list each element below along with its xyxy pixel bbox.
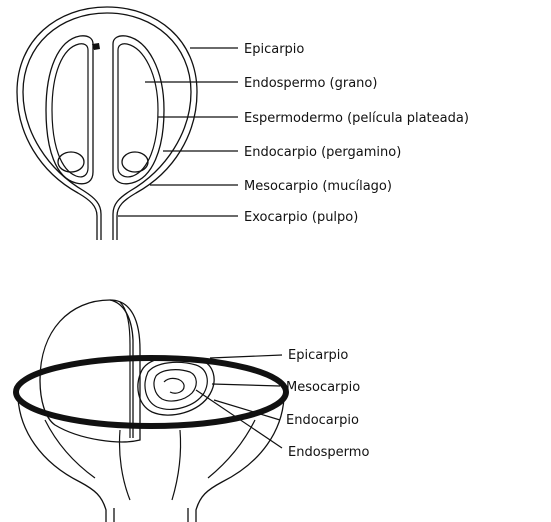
bottom-endocarp bbox=[138, 357, 214, 415]
top-label-espermodermo: Espermodermo (película plateada) bbox=[244, 111, 469, 126]
top-label-epicarpio: Epicarpio bbox=[244, 42, 304, 57]
top-right-embryo bbox=[122, 152, 148, 172]
bottom-endosperm-fold bbox=[164, 378, 184, 393]
top-right-endocarp bbox=[113, 36, 164, 184]
bottom-label-mesocarpio: Mesocarpio bbox=[286, 380, 360, 395]
bottom-fold-3 bbox=[172, 430, 181, 500]
bottom-label-epicarpio: Epicarpio bbox=[288, 348, 348, 363]
leader-endospermo-bottom bbox=[196, 390, 282, 448]
bottom-fold-2 bbox=[119, 430, 130, 500]
bottom-endosperm bbox=[154, 370, 196, 401]
top-left-endocarp bbox=[46, 36, 93, 184]
top-inner-skin bbox=[23, 13, 191, 240]
top-label-mesocarpio: Mesocarpio (mucílago) bbox=[244, 179, 392, 194]
bottom-epicarp-ring bbox=[16, 358, 286, 426]
top-label-endocarpio: Endocarpio (pergamino) bbox=[244, 145, 401, 160]
top-outer-skin bbox=[17, 7, 197, 240]
leader-mesocarpio-bottom bbox=[212, 384, 280, 386]
bottom-stem bbox=[114, 508, 188, 522]
bottom-label-endospermo: Endospermo bbox=[288, 445, 369, 460]
top-label-endospermo: Endospermo (grano) bbox=[244, 76, 377, 91]
bottom-fold-4 bbox=[208, 420, 255, 478]
bottom-dome-rim bbox=[120, 302, 130, 438]
top-label-exocarpio: Exocarpio (pulpo) bbox=[244, 210, 358, 225]
bottom-fold-1 bbox=[45, 420, 95, 478]
bottom-label-endocarpio: Endocarpio bbox=[286, 413, 359, 428]
top-fruit-section bbox=[17, 7, 238, 240]
bottom-fruit-cutaway bbox=[16, 300, 286, 522]
leader-epicarpio-bottom bbox=[210, 355, 282, 358]
